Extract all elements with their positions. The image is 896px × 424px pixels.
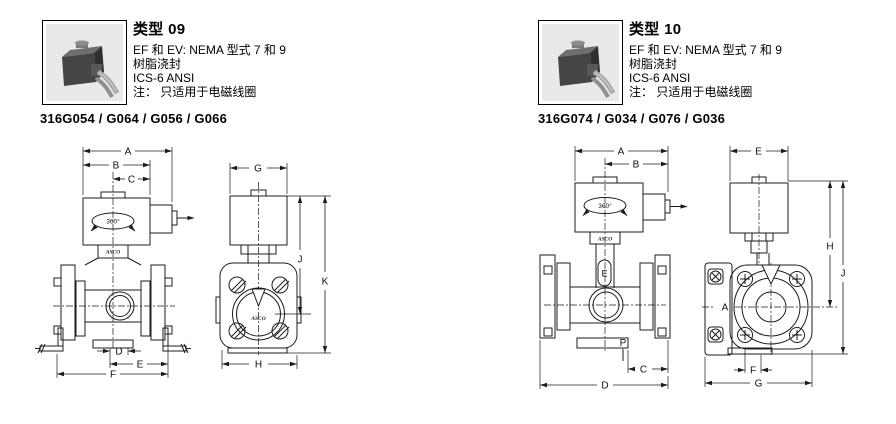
base: [227, 347, 288, 354]
cable-2: [94, 76, 114, 98]
dim-label-b: B: [633, 160, 640, 171]
mounting-bracket: [704, 262, 733, 356]
dim-label-k: K: [322, 277, 329, 288]
type10-front-view-drawing: E H J A F G: [702, 146, 848, 390]
desc-line: 树脂浇封: [629, 57, 678, 71]
type10-part-number: 316G074 / G034 / G076 / G036: [538, 111, 726, 126]
cable-highlight: [593, 71, 613, 92]
dim-label-p: P: [620, 338, 627, 349]
desc-line: 注： 只适用于电磁线圈: [629, 85, 753, 99]
extension-lines: [539, 146, 669, 389]
stem-boss: [597, 259, 612, 287]
desc-line: 树脂浇封: [133, 57, 182, 71]
dimension-lines: [705, 148, 846, 386]
rotation-arrow-left: [90, 224, 98, 232]
port-circle: [105, 291, 135, 321]
dimension-lines: [222, 165, 328, 367]
extension-lines: [56, 147, 173, 378]
coil-knob-top: [571, 40, 585, 46]
type10-coil-photo: [538, 20, 623, 105]
type10-header: 类型 10 EF 和 EV: NEMA 型式 7 和 9 树脂浇封 ICS-6 …: [629, 18, 859, 99]
bolt: [789, 271, 805, 287]
dim-label-b: B: [113, 161, 120, 172]
asco-logo: ASCO: [250, 316, 265, 322]
type09-title: 类型 09: [133, 21, 186, 38]
coil-knob-top: [75, 40, 89, 46]
centerlines: [53, 172, 175, 350]
dimension-lines: [57, 148, 172, 377]
bolt: [737, 271, 753, 287]
type09-description: EF 和 EV: NEMA 型式 7 和 9 树脂浇封 ICS-6 ANSI 注…: [133, 43, 363, 99]
desc-line: ICS-6 ANSI: [133, 71, 195, 85]
dim-label-d: D: [601, 381, 608, 392]
rotation-arrow-right: [620, 208, 628, 216]
valve-outline: [539, 176, 688, 361]
coil-top-face: [62, 46, 102, 57]
port-circle: [588, 287, 624, 323]
type09-front-view-drawing: G H J K ASCO: [215, 163, 331, 371]
rotation-360-symbol: [583, 197, 627, 214]
type09-part-number: 316G054 / G064 / G056 / G066: [40, 111, 228, 126]
centerlines: [544, 158, 666, 352]
bolt: [789, 327, 805, 343]
bolt: [271, 276, 289, 294]
type10-side-view-drawing: A B C D E P 360° ASCO: [539, 146, 688, 392]
asco-logo: ASCO: [105, 250, 120, 256]
dim-label-j: J: [841, 269, 846, 280]
dimension-lines: [540, 148, 668, 388]
rotation-arrow-left: [582, 208, 590, 216]
dim-label-c: C: [640, 365, 647, 376]
dim-label-g: G: [254, 164, 262, 175]
dim-label-e: E: [137, 360, 144, 371]
type09-side-view-drawing: A B C D E F 360° ASCO: [35, 147, 195, 381]
dim-label-e: E: [601, 269, 607, 279]
dim-label-j: J: [298, 255, 303, 266]
dim-label-a: A: [722, 303, 729, 314]
desc-line: ICS-6 ANSI: [629, 71, 691, 85]
dim-label-e: E: [755, 147, 762, 158]
asco-logo: ASCO: [597, 237, 612, 243]
desc-line: EF 和 EV: NEMA 型式 7 和 9: [133, 43, 286, 57]
rotation-label: 360°: [106, 218, 120, 226]
dim-label-a: A: [125, 147, 132, 158]
dim-label-a: A: [618, 147, 625, 158]
cable-highlight: [97, 71, 117, 92]
desc-line: 注： 只适用于电磁线圈: [133, 85, 257, 99]
bolt: [228, 276, 246, 294]
bonnet: [589, 231, 621, 245]
dim-label-g: G: [755, 379, 763, 390]
dim-label-d: D: [115, 347, 122, 358]
type10-title: 类型 10: [629, 21, 682, 38]
dim-label-f: F: [750, 366, 756, 377]
dim-label-f: F: [110, 370, 116, 381]
dim-label-h: H: [826, 242, 833, 253]
cable-2: [590, 76, 610, 98]
coil-photo-image: [46, 24, 123, 101]
cable-connector: [587, 64, 598, 76]
rotation-label: 360°: [598, 202, 612, 210]
cable-connector: [91, 64, 102, 76]
valve-outline: [704, 176, 813, 356]
base: [727, 347, 773, 355]
type09-header: 类型 09 EF 和 EV: NEMA 型式 7 和 9 树脂浇封 ICS-6 …: [133, 18, 363, 99]
coil-front-face: [62, 53, 96, 86]
bonnet: [97, 244, 129, 259]
bonnet: [750, 240, 768, 254]
desc-line: EF 和 EV: NEMA 型式 7 和 9: [629, 43, 782, 57]
bolt: [737, 327, 753, 343]
coil-photo-image: [542, 24, 619, 101]
dim-label-h: H: [255, 360, 262, 371]
port-bore: [755, 291, 787, 323]
type10-description: EF 和 EV: NEMA 型式 7 和 9 树脂浇封 ICS-6 ANSI 注…: [629, 43, 859, 99]
dim-label-c: C: [128, 175, 135, 186]
rotation-arrow-right: [128, 224, 136, 232]
rotation-360-symbol: [91, 212, 135, 230]
valve-outline: [35, 191, 195, 354]
coil-top-face: [558, 46, 598, 57]
coil-front-face: [558, 53, 592, 86]
type09-coil-photo: [42, 20, 127, 105]
